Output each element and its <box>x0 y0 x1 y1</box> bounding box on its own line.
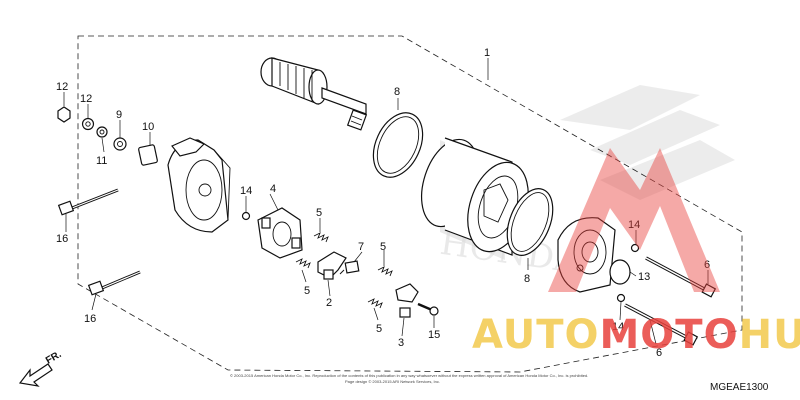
callout-15: 15 <box>428 329 440 341</box>
brush-7 <box>339 260 360 275</box>
callout-5-c: 5 <box>304 285 310 297</box>
through-bolt-lower <box>624 303 699 346</box>
callout-10: 10 <box>142 121 154 133</box>
callout-13: 13 <box>638 271 650 283</box>
callout-6-lower: 6 <box>656 347 662 359</box>
callout-11: 11 <box>96 155 107 167</box>
washer-14-right-lower <box>616 293 626 303</box>
springs <box>295 232 393 309</box>
callout-14-right-lower: 14 <box>612 321 624 333</box>
o-ring-lower <box>506 188 554 256</box>
callout-16-lower: 16 <box>84 313 96 325</box>
brush-2 <box>317 251 347 280</box>
callout-12-lower: 12 <box>80 93 92 105</box>
copyright-line-1: © 2003-2015 American Honda Motor Co., In… <box>230 373 588 378</box>
copyright-line-2: Page design © 2003-2015 ARI Network Serv… <box>345 379 440 384</box>
callout-5-b: 5 <box>380 241 386 253</box>
watermark-triangle-icon <box>548 148 720 292</box>
screw-16-lower <box>87 270 141 296</box>
front-cover <box>557 217 616 293</box>
watermark-text-left: AUTO <box>472 312 600 358</box>
callout-9: 9 <box>116 109 122 121</box>
callout-7: 7 <box>358 241 364 253</box>
brush-3 <box>395 283 419 318</box>
callout-14-left: 14 <box>240 185 252 197</box>
callout-8-upper: 8 <box>394 86 400 98</box>
callout-12-upper: 12 <box>56 81 68 93</box>
washer-11 <box>96 126 108 138</box>
through-bolt-upper <box>645 256 717 298</box>
front-direction-indicator: FR. <box>18 349 64 387</box>
diagram-code: MGEAE1300 <box>710 382 769 393</box>
washer-14-left <box>241 211 251 221</box>
nut-9 <box>113 137 127 151</box>
fr-arrow-icon <box>18 363 53 387</box>
callout-6-upper: 6 <box>704 259 710 271</box>
callout-numbers: 1 8 8 9 10 11 12 12 14 4 14 13 14 6 6 16… <box>56 47 710 359</box>
o-ring-13 <box>609 259 631 285</box>
callout-8-lower: 8 <box>524 273 530 285</box>
motor-yoke <box>421 137 529 260</box>
callout-2: 2 <box>326 297 332 309</box>
o-ring-upper <box>372 112 424 178</box>
armature <box>260 57 368 131</box>
washer-12-b <box>81 117 95 131</box>
screw-16-upper <box>57 188 119 216</box>
svg-text:AUTOMOTOHUB: AUTOMOTOHUB <box>472 312 800 358</box>
terminal-insulator <box>138 144 158 166</box>
nut-12-a <box>57 106 71 123</box>
callout-1: 1 <box>484 47 490 59</box>
watermark-text-mid: MOTO <box>600 312 739 358</box>
fr-label: FR. <box>44 349 64 367</box>
brush-holder <box>257 207 303 259</box>
callout-5-d: 5 <box>376 323 382 335</box>
rear-cover <box>167 137 231 233</box>
automotohub-watermark: AUTOMOTOHUB <box>472 148 800 358</box>
leader-lines <box>63 58 709 345</box>
callout-5-a: 5 <box>316 207 322 219</box>
washer-14-right-upper <box>630 243 640 253</box>
callout-3: 3 <box>398 337 404 349</box>
callout-14-right-upper: 14 <box>628 219 640 231</box>
watermark-text-right: HUB <box>739 312 800 358</box>
callout-4: 4 <box>270 183 276 195</box>
bolt-15 <box>417 302 439 316</box>
callout-16-upper: 16 <box>56 233 68 245</box>
